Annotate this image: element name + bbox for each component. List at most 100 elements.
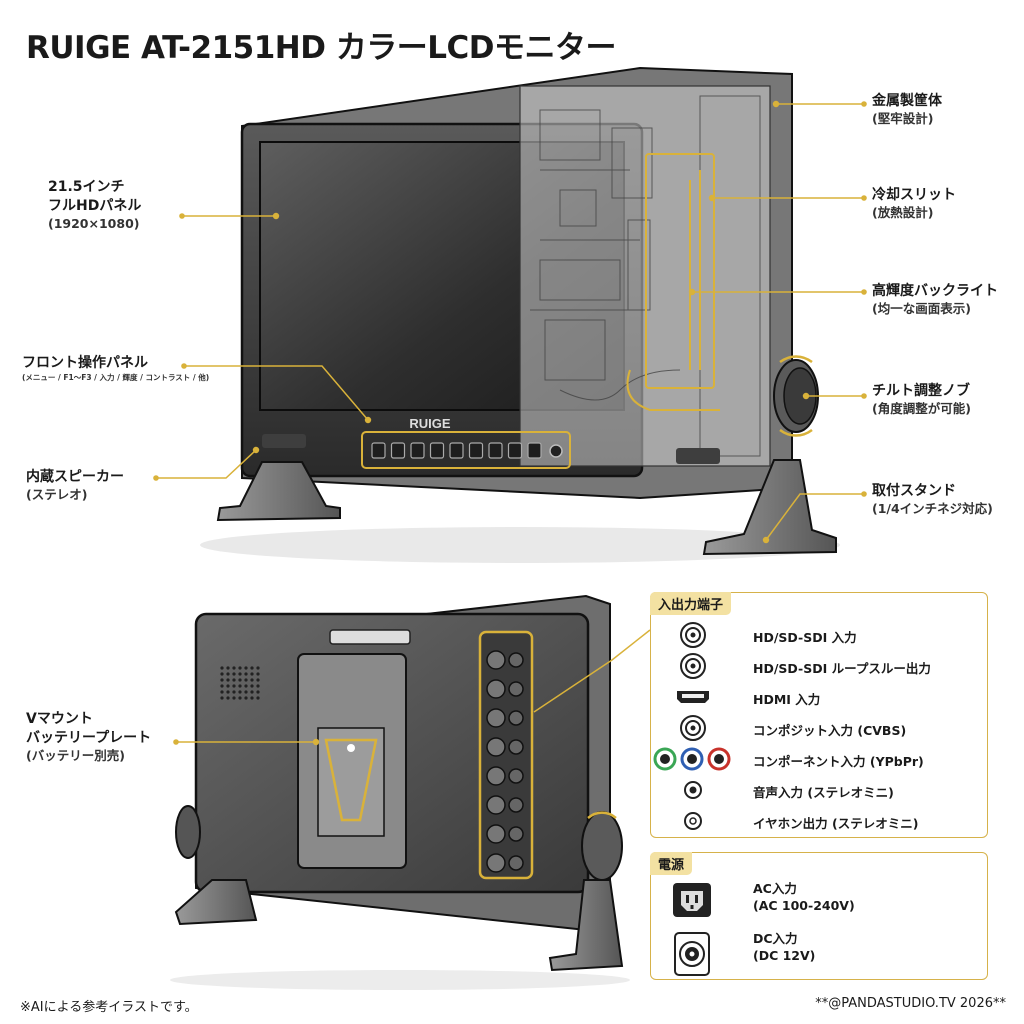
speaker-grill-right-icon bbox=[676, 448, 720, 464]
callout-stand-line1: 取付スタンド bbox=[872, 483, 956, 499]
speaker-hole-icon bbox=[232, 678, 236, 682]
speaker-hole-icon bbox=[232, 684, 236, 688]
component-rca-icon bbox=[653, 745, 733, 773]
speaker-hole-icon bbox=[256, 666, 260, 670]
callout-vmount: Vマウント バッテリープレート (バッテリー別売) bbox=[26, 710, 151, 765]
v-mount-plate-icon bbox=[297, 653, 407, 869]
speaker-hole-icon bbox=[232, 690, 236, 694]
page-title: RUIGE AT-2151HD カラーLCDモニター bbox=[26, 30, 617, 66]
front-button-icon bbox=[390, 442, 406, 459]
front-button-icon bbox=[371, 442, 386, 459]
rear-port-icon bbox=[486, 795, 506, 815]
highlight-circuit bbox=[626, 153, 720, 411]
bnc-loop-icon bbox=[673, 652, 713, 680]
rear-tilt-knob-icon bbox=[581, 811, 623, 881]
rear-port-icon bbox=[486, 737, 506, 757]
speaker-hole-icon bbox=[226, 678, 230, 682]
callout-tilt-line1: チルト調整ノブ bbox=[872, 383, 970, 399]
front-button-icon bbox=[507, 442, 523, 459]
rear-port-icon bbox=[508, 739, 524, 755]
bnc-icon bbox=[673, 621, 713, 649]
front-button-icon bbox=[527, 442, 542, 459]
speaker-grill-icon bbox=[262, 434, 306, 448]
hdmi-icon bbox=[673, 683, 713, 711]
front-button-icon bbox=[429, 442, 445, 459]
power-label-dc-sub: (DC 12V) bbox=[753, 947, 816, 963]
front-monitor: RUIGE bbox=[200, 66, 840, 563]
io-row-audio-in: 音声入力 (ステレオミニ) bbox=[651, 776, 987, 804]
rear-port-icon bbox=[486, 650, 506, 670]
speaker-hole-icon bbox=[238, 666, 242, 670]
speaker-hole-icon bbox=[238, 684, 242, 688]
speaker-hole-icon bbox=[220, 666, 224, 670]
callout-vent: 冷却スリット (放熱設計) bbox=[872, 186, 956, 222]
footer-credit: **@PANDASTUDIO.TV 2026** bbox=[815, 996, 1006, 1011]
front-button-icon bbox=[488, 442, 503, 459]
front-stand-left bbox=[216, 461, 341, 522]
power-label-dc-main: DC入力 bbox=[753, 931, 798, 946]
rear-port-icon bbox=[508, 681, 524, 697]
callout-tilt-sub: (角度調整が可能) bbox=[872, 400, 971, 416]
callout-tilt: チルト調整ノブ (角度調整が可能) bbox=[872, 382, 971, 418]
speaker-hole-icon bbox=[256, 696, 260, 700]
front-button-icon bbox=[449, 442, 464, 459]
io-label-hdmi: HDMI 入力 bbox=[753, 692, 821, 707]
headphone-jack-icon bbox=[673, 807, 713, 835]
speaker-hole-icon bbox=[220, 684, 224, 688]
rear-port-icon bbox=[486, 853, 506, 873]
callout-speaker: 内蔵スピーカー (ステレオ) bbox=[26, 468, 124, 504]
speaker-hole-icon bbox=[232, 696, 236, 700]
speaker-hole-icon bbox=[220, 678, 224, 682]
rear-speaker-grill-icon bbox=[220, 666, 260, 700]
speaker-hole-icon bbox=[220, 690, 224, 694]
tilt-knob-icon bbox=[773, 355, 819, 437]
io-row-composite: コンポジット入力 (CVBS) bbox=[651, 714, 987, 742]
power-label-ac-sub: (AC 100-240V) bbox=[753, 897, 855, 913]
callout-vmount-line1: Vマウント bbox=[26, 711, 93, 727]
speaker-hole-icon bbox=[220, 696, 224, 700]
speaker-hole-icon bbox=[244, 678, 248, 682]
io-label-composite: コンポジット入力 (CVBS) bbox=[753, 723, 907, 738]
speaker-hole-icon bbox=[238, 696, 242, 700]
internal-circuitry bbox=[530, 95, 761, 457]
callout-backlight: 高輝度バックライト (均一な画面表示) bbox=[872, 282, 998, 318]
callout-speaker-sub: (ステレオ) bbox=[26, 486, 88, 502]
speaker-hole-icon bbox=[250, 666, 254, 670]
speaker-hole-icon bbox=[244, 672, 248, 676]
speaker-hole-icon bbox=[250, 678, 254, 682]
callout-dots bbox=[153, 100, 867, 746]
power-label-ac: AC入力 (AC 100-240V) bbox=[753, 881, 855, 915]
callout-vmount-sub: (バッテリー別売) bbox=[26, 747, 125, 763]
front-stand-right bbox=[702, 459, 837, 556]
speaker-hole-icon bbox=[250, 690, 254, 694]
callout-panel-line2: フルHDパネル bbox=[48, 197, 142, 214]
rear-port-icon bbox=[508, 652, 524, 668]
power-label-dc: DC入力 (DC 12V) bbox=[753, 931, 815, 965]
io-label-component: コンポーネント入力 (YPbPr) bbox=[753, 754, 924, 769]
callout-controls-sub: (メニュー / F1〜F3 / 入力 / 輝度 / コントラスト / 他) bbox=[22, 372, 210, 382]
speaker-hole-icon bbox=[256, 672, 260, 676]
rear-port-icon bbox=[486, 824, 506, 844]
speaker-hole-icon bbox=[238, 678, 242, 682]
speaker-hole-icon bbox=[232, 672, 236, 676]
power-button-icon bbox=[549, 444, 563, 458]
component-jack-center-icon bbox=[714, 754, 724, 764]
power-row-dc: DC入力 (DC 12V) bbox=[651, 927, 987, 976]
speaker-hole-icon bbox=[250, 696, 254, 700]
rear-port-icon bbox=[486, 766, 506, 786]
speaker-hole-icon bbox=[226, 684, 230, 688]
callout-speaker-line1: 内蔵スピーカー bbox=[26, 469, 124, 485]
speaker-hole-icon bbox=[232, 666, 236, 670]
speaker-hole-icon bbox=[220, 672, 224, 676]
callout-stand-sub: (1/4インチネジ対応) bbox=[872, 500, 993, 516]
rear-port-icon bbox=[486, 708, 506, 728]
component-jack-center-icon bbox=[660, 754, 670, 764]
speaker-hole-icon bbox=[256, 690, 260, 694]
io-label-headphone: イヤホン出力 (ステレオミニ) bbox=[753, 816, 919, 831]
io-panel-heading: 入出力端子 bbox=[650, 592, 732, 615]
io-row-hdmi: HDMI 入力 bbox=[651, 683, 987, 711]
footer-note: ※AIによる参考イラストです。 bbox=[20, 1000, 198, 1015]
callout-vent-line1: 冷却スリット bbox=[872, 187, 956, 203]
io-label-sdi-loop: HD/SD-SDI ループスルー出力 bbox=[753, 661, 931, 676]
